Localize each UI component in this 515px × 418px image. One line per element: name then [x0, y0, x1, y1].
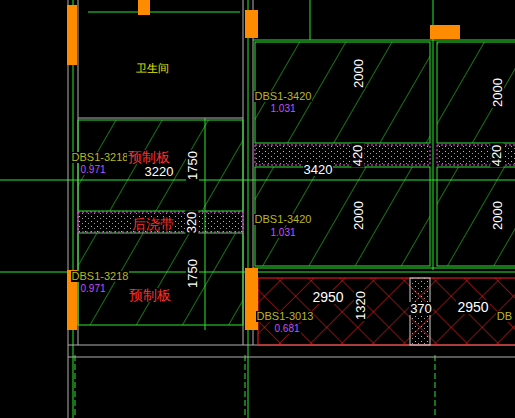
slab-panel: DBS1-32180.971预制板1750 [80, 233, 242, 325]
slab-label: 3420 [303, 163, 334, 176]
slab-label: DBS1-3218 [71, 152, 130, 163]
slab-panel: 2000 [437, 42, 515, 143]
slab-label: DBS1-3420 [254, 214, 313, 225]
slab-panel: 2950 370 2950DBS1-3013 0.681 1320DB [258, 278, 515, 345]
slab-label: 370 [409, 302, 433, 315]
dimension-text: 1750 [185, 150, 198, 181]
slab-panel: DBS1-3420 1.031 2000 [255, 42, 430, 143]
drawing-stroke [78, 118, 243, 119]
slab-label: DBS1-3420 [254, 91, 313, 102]
drawing-stroke [245, 10, 258, 38]
slab-label: 0.971 [79, 165, 106, 175]
drawing-stroke [78, 212, 243, 232]
slab-label: DB [496, 311, 513, 322]
drawing-stroke [68, 357, 515, 358]
slab-label: 0.681 [273, 324, 300, 334]
dimension-text: 1750 [185, 258, 198, 289]
drawing-stroke [78, 120, 243, 211]
drawing-stroke [255, 145, 430, 165]
slab-label: 1.031 [269, 104, 296, 114]
drawing-stroke [75, 355, 76, 418]
drawing-stroke [437, 42, 515, 143]
slab-label: DBS1-3218 [71, 271, 130, 282]
drawing-stroke [138, 0, 150, 15]
slab-label: 预制板 [127, 150, 171, 164]
slab-panel: 后浇带 320 [80, 212, 242, 232]
dimension-text: 1320 [353, 290, 366, 321]
drawing-stroke [310, 0, 311, 40]
drawing-stroke [67, 5, 77, 65]
slab-panel: 卫生间 [80, 20, 240, 116]
drawing-stroke [88, 12, 240, 13]
slab-label: 1.031 [269, 228, 296, 238]
slab-label: 卫生间 [135, 63, 170, 74]
slab-label: DBS1-3013 [256, 311, 315, 322]
drawing-stroke [253, 40, 515, 41]
dimension-text: 420 [351, 143, 364, 167]
drawing-stroke [430, 25, 460, 39]
slab-panel: DBS1-32180.971预制板32201750 [80, 121, 242, 211]
dimension-text: 2000 [351, 58, 364, 89]
drawing-stroke [248, 0, 249, 418]
drawing-stroke [245, 355, 246, 418]
dimension-text: 420 [490, 143, 503, 167]
dimension-text: 320 [185, 210, 198, 234]
slab-label: 0.971 [79, 284, 106, 294]
slab-label: 后浇带 [131, 217, 175, 231]
slab-panel: 3420 420 [255, 145, 430, 175]
slab-panel: 2000 [437, 167, 515, 266]
cast-strips [78, 145, 515, 232]
columns [67, 0, 460, 330]
slab-label: 预制板 [128, 288, 172, 302]
slab-label: 2950 [456, 300, 489, 314]
slab-label: 2950 [311, 290, 344, 304]
drawing-stroke [433, 0, 434, 270]
slab-panel: 420 [437, 145, 515, 165]
dimension-text: 2000 [490, 200, 503, 231]
slab-label: 3220 [144, 165, 175, 178]
drawing-stroke [253, 268, 515, 269]
drawing-stroke [437, 167, 515, 266]
drawing-stroke [435, 355, 436, 418]
slab-panel: DBS1-3420 1.031 2000 [255, 177, 430, 266]
dimension-text: 2000 [351, 200, 364, 231]
dimension-text: 2000 [490, 77, 503, 108]
